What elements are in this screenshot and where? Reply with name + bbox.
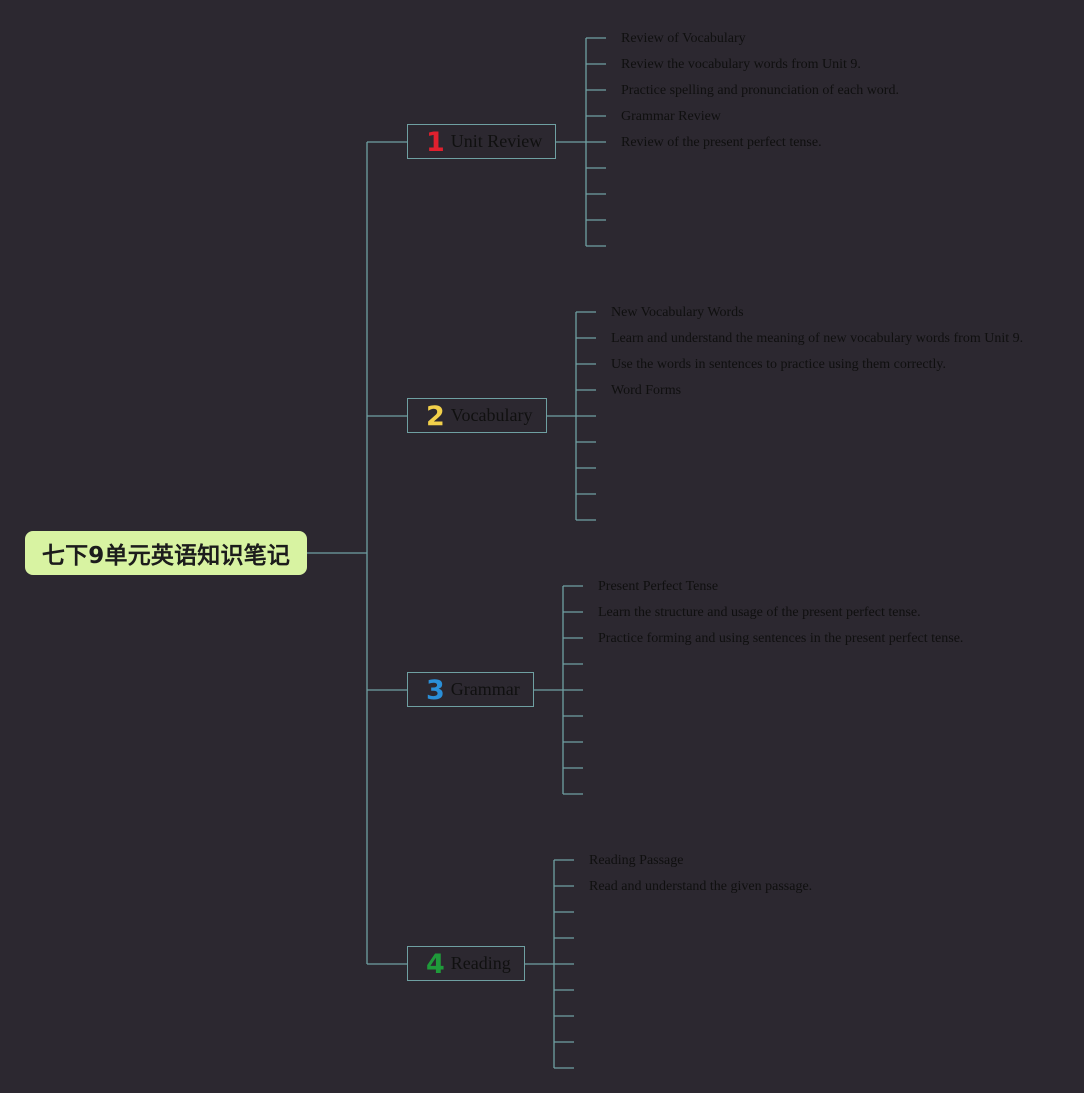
leaf-item[interactable]: Read and understand the given passage. — [589, 879, 813, 894]
branch-title-unit-review: Unit Review — [450, 131, 543, 151]
branch-node-unit-review[interactable]: 1 Unit Review — [407, 124, 556, 159]
leaf-item[interactable]: Reading Passage — [589, 853, 684, 868]
leaf-item[interactable]: Practice forming and using sentences in … — [598, 631, 964, 646]
branch-title-vocabulary: Vocabulary — [450, 405, 533, 425]
branch-title-grammar: Grammar — [450, 679, 520, 699]
branch-node-reading[interactable]: 4 Reading — [407, 946, 525, 981]
leaf-item[interactable]: Practice spelling and pronunciation of e… — [621, 83, 899, 98]
branch-number-4: 4 — [426, 949, 445, 980]
root-node[interactable]: 七下9单元英语知识笔记 — [25, 531, 307, 575]
leaf-item[interactable]: New Vocabulary Words — [611, 305, 744, 320]
branch-node-vocabulary[interactable]: 2 Vocabulary — [407, 398, 547, 433]
branch-node-grammar[interactable]: 3 Grammar — [407, 672, 534, 707]
leaf-item[interactable]: Learn and understand the meaning of new … — [611, 331, 1024, 346]
leaf-item[interactable]: Review of the present perfect tense. — [621, 135, 822, 150]
leaf-item[interactable]: Present Perfect Tense — [598, 579, 719, 594]
branch-number-2: 2 — [426, 401, 445, 432]
leaf-item[interactable]: Review the vocabulary words from Unit 9. — [621, 57, 861, 72]
leaf-item[interactable]: Review of Vocabulary — [621, 31, 746, 46]
leaf-item[interactable]: Learn the structure and usage of the pre… — [598, 605, 921, 620]
leaf-item[interactable]: Use the words in sentences to practice u… — [611, 357, 946, 372]
branch-title-reading: Reading — [450, 953, 511, 973]
leaf-item[interactable]: Word Forms — [611, 383, 682, 398]
leaf-item[interactable]: Grammar Review — [621, 109, 721, 124]
root-title: 七下9单元英语知识笔记 — [41, 543, 291, 569]
branch-number-1: 1 — [426, 127, 445, 158]
branch-number-3: 3 — [426, 675, 445, 706]
